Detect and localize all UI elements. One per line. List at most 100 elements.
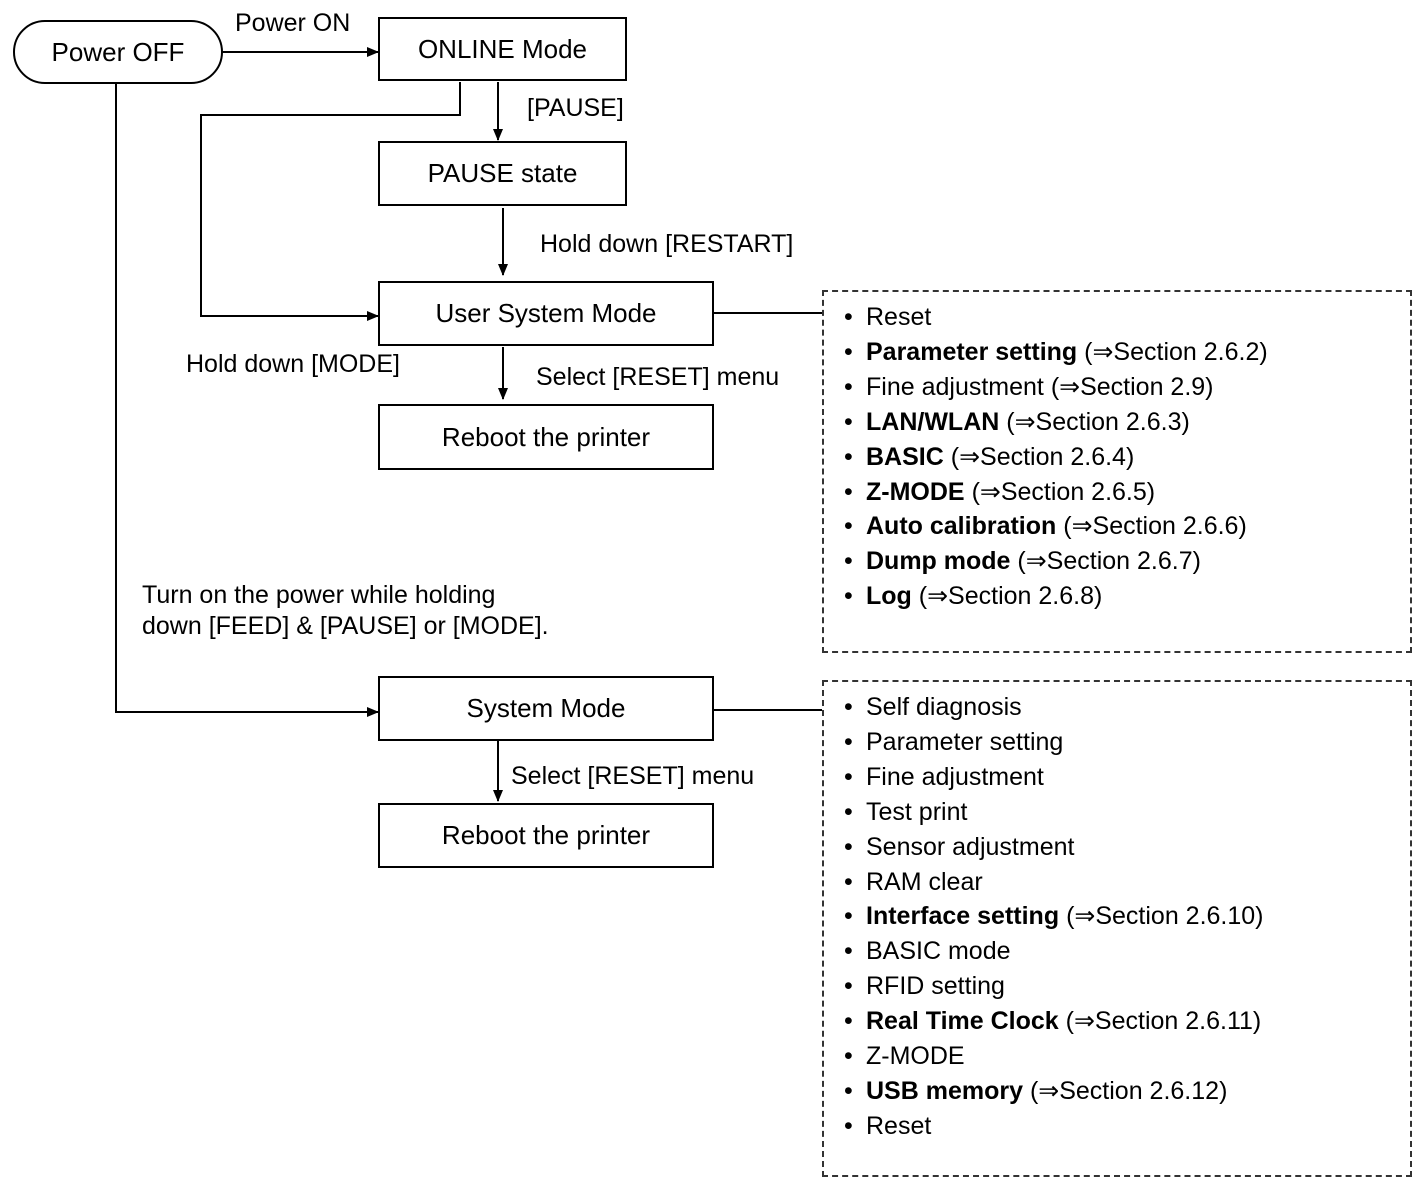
- hold-restart-label: Hold down [RESTART]: [540, 230, 794, 258]
- menu-item-name: Auto calibration: [866, 512, 1057, 541]
- bullet-icon: •: [844, 832, 853, 861]
- bullet-icon: •: [844, 1076, 853, 1105]
- menu-item-section-ref: (⇒Section 2.6.4): [950, 442, 1135, 471]
- menu-item-name: Real Time Clock: [866, 1007, 1059, 1036]
- menu-item-section-ref: (⇒Section 2.9): [1050, 372, 1214, 401]
- bullet-icon: •: [844, 582, 853, 611]
- online-mode-node: ONLINE Mode: [378, 17, 627, 81]
- menu-item-name: Reset: [866, 1111, 932, 1140]
- menu-item-section-ref: (⇒Section 2.6.10): [1066, 902, 1264, 931]
- select-reset-user-label: Select [RESET] menu: [536, 363, 780, 391]
- bullet-icon: •: [844, 303, 853, 331]
- menu-item: • Reset: [844, 300, 1410, 335]
- power-off-label: Power OFF: [51, 36, 185, 67]
- bullet-icon: •: [844, 762, 853, 791]
- menu-item: • RAM clear: [844, 865, 1410, 900]
- menu-item: • Dump mode (⇒Section 2.6.7): [844, 544, 1410, 579]
- menu-item-name: Sensor adjustment: [866, 832, 1075, 861]
- menu-item: • Parameter setting (⇒Section 2.6.2): [844, 335, 1410, 370]
- edge-hold-mode: [200, 82, 461, 321]
- power-off-node: Power OFF: [13, 20, 223, 84]
- hold-mode-label: Hold down [MODE]: [186, 350, 400, 378]
- menu-item-name: Parameter setting: [866, 337, 1078, 366]
- user-system-mode-label: User System Mode: [435, 298, 657, 328]
- menu-item: • Real Time Clock (⇒Section 2.6.11): [844, 1004, 1410, 1039]
- bullet-icon: •: [844, 972, 853, 1001]
- pause-state-label: PAUSE state: [427, 158, 578, 188]
- bullet-icon: •: [844, 442, 853, 471]
- user-system-mode-node: User System Mode: [378, 281, 714, 346]
- menu-item-name: Parameter setting: [866, 727, 1064, 756]
- bullet-icon: •: [844, 797, 853, 826]
- menu-item: • Parameter setting: [844, 725, 1410, 760]
- bullet-icon: •: [844, 407, 853, 436]
- menu-item-section-ref: (⇒Section 2.6.11): [1065, 1007, 1262, 1036]
- bullet-icon: •: [844, 477, 853, 506]
- menu-item: •RFID setting: [844, 969, 1410, 1004]
- menu-item-name: USB memory: [866, 1076, 1023, 1105]
- turn-on-holding-label: Turn on the power while holding down [FE…: [142, 581, 549, 640]
- menu-item-name: LAN/WLAN: [866, 407, 1000, 436]
- bullet-icon: •: [844, 1042, 853, 1071]
- menu-item-section-ref: (⇒Section 2.6.6): [1063, 512, 1247, 541]
- menu-item-name: Interface setting: [866, 902, 1060, 931]
- menu-item-name: Fine adjustment: [866, 762, 1044, 791]
- bullet-icon: •: [844, 693, 853, 721]
- bullet-icon: •: [844, 1007, 853, 1036]
- menu-item: • BASIC mode: [844, 934, 1410, 969]
- menu-item-section-ref: (⇒Section 2.6.5): [971, 477, 1156, 506]
- menu-item: • Fine adjustment: [844, 760, 1410, 795]
- menu-item: • BASIC (⇒Section 2.6.4): [844, 440, 1410, 475]
- menu-item-name: BASIC mode: [866, 937, 1011, 966]
- menu-item-name: Dump mode: [866, 547, 1011, 576]
- menu-item-section-ref: (⇒Section 2.6.7): [1017, 547, 1201, 576]
- menu-item: • Z-MODE (⇒Section 2.6.5): [844, 475, 1410, 510]
- menu-item-section-ref: (⇒Section 2.6.8): [918, 582, 1103, 611]
- bullet-icon: •: [844, 1111, 853, 1140]
- menu-item: • Fine adjustment (⇒Section 2.9): [844, 370, 1410, 405]
- menu-item: • Z-MODE: [844, 1039, 1410, 1074]
- bullet-icon: •: [844, 937, 853, 966]
- menu-item-name: RAM clear: [866, 867, 983, 896]
- user-menu-list: • Reset • Parameter setting (⇒Section 2.6.2…: [844, 300, 1410, 614]
- menu-item-name: Z-MODE: [866, 1042, 965, 1071]
- bullet-icon: •: [844, 902, 853, 931]
- user-system-mode-menu: • Reset • Parameter setting (⇒Section 2.6.2…: [822, 290, 1412, 653]
- menu-item: • Interface setting (⇒Section 2.6.10): [844, 899, 1410, 934]
- reboot-system-label: Reboot the printer: [441, 820, 651, 850]
- reboot-system-node: Reboot the printer: [378, 803, 714, 868]
- menu-item-section-ref: (⇒Section 2.6.3): [1006, 407, 1190, 436]
- bullet-icon: •: [844, 512, 853, 541]
- menu-item: • Sensor adjustment: [844, 830, 1410, 865]
- bullet-icon: •: [844, 547, 853, 576]
- pause-state-node: PAUSE state: [378, 141, 627, 206]
- bullet-icon: •: [844, 372, 853, 401]
- system-mode-menu: • Self diagnosis • Parameter setting • Fine a…: [822, 680, 1412, 1177]
- menu-item: • Auto calibration (⇒Section 2.6.6): [844, 509, 1410, 544]
- online-mode-label: ONLINE Mode: [417, 33, 588, 64]
- power-on-label: Power ON: [235, 9, 351, 37]
- pause-key-label: [PAUSE]: [527, 94, 624, 122]
- reboot-user-label: Reboot the printer: [441, 421, 651, 452]
- system-mode-label: System Mode: [466, 693, 626, 723]
- menu-item: • Self diagnosis: [844, 690, 1410, 725]
- menu-item-name: Self diagnosis: [866, 693, 1022, 721]
- menu-item-name: Fine adjustment: [866, 372, 1044, 401]
- menu-item: • LAN/WLAN (⇒Section 2.6.3): [844, 405, 1410, 440]
- bullet-icon: •: [844, 337, 853, 366]
- menu-item-name: Reset: [866, 303, 932, 331]
- menu-item: • Test print: [844, 795, 1410, 830]
- menu-item: •Log (⇒Section 2.6.8): [844, 579, 1410, 614]
- menu-item-name: BASIC: [866, 442, 944, 471]
- edge-turn-on-holding: [115, 82, 379, 717]
- menu-item: • USB memory (⇒Section 2.6.12): [844, 1074, 1410, 1109]
- menu-item-name: Z-MODE: [866, 477, 965, 506]
- menu-item-section-ref: (⇒Section 2.6.12): [1029, 1076, 1228, 1105]
- menu-item-name: Test print: [866, 797, 968, 826]
- menu-item: • Reset: [844, 1109, 1410, 1144]
- select-reset-system-label: Select [RESET] menu: [511, 762, 755, 790]
- bullet-icon: •: [844, 867, 853, 896]
- bullet-icon: •: [844, 727, 853, 756]
- menu-item-section-ref: (⇒Section 2.6.2): [1084, 337, 1268, 366]
